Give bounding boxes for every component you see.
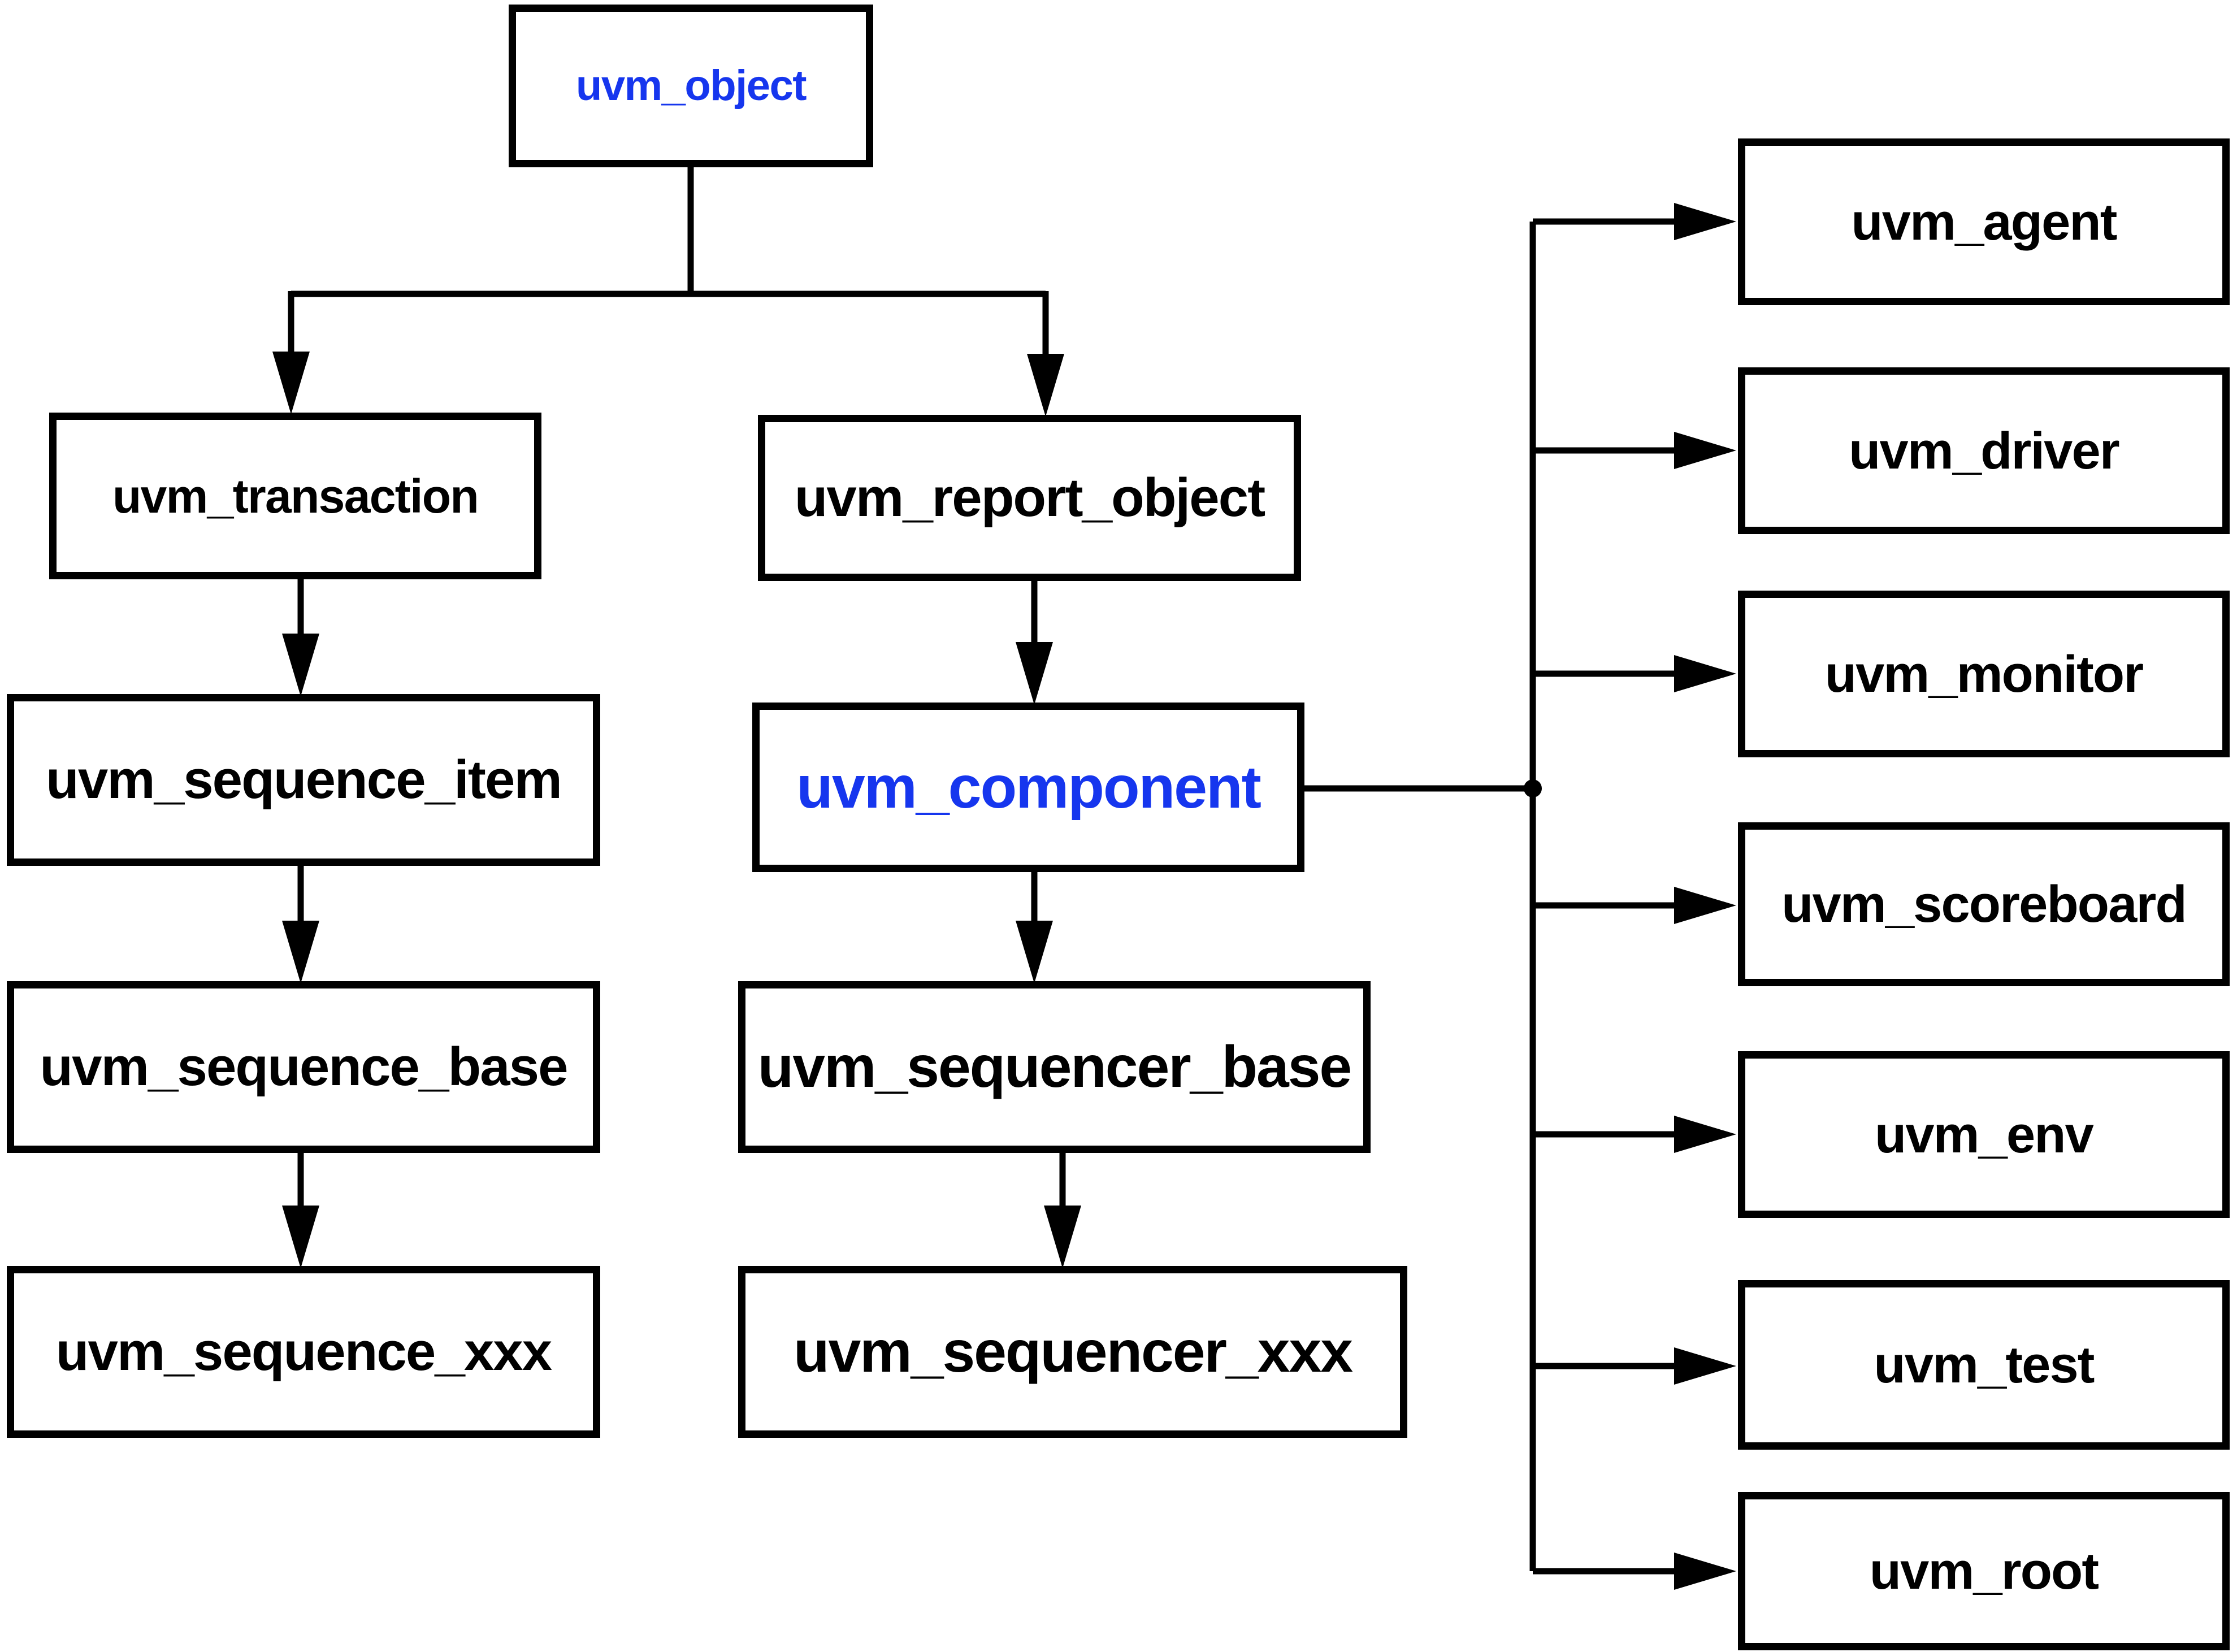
arrowhead-to-root [1674, 1553, 1736, 1590]
node-uvm-agent: uvm_agent [1738, 138, 2230, 305]
node-uvm-test-label: uvm_test [1874, 1336, 2095, 1394]
arrowhead-to-transaction [272, 352, 310, 414]
arrowhead-to-agent [1674, 203, 1736, 240]
arrowhead-to-sequence-base [282, 921, 319, 983]
arrowhead-to-sequence-xxx [282, 1206, 319, 1268]
node-uvm-monitor: uvm_monitor [1738, 591, 2230, 757]
node-uvm-component-label: uvm_component [796, 754, 1261, 821]
arrowhead-to-sequence-item [282, 634, 319, 696]
node-uvm-scoreboard-label: uvm_scoreboard [1781, 875, 2187, 933]
node-uvm-agent-label: uvm_agent [1851, 193, 2117, 251]
node-uvm-monitor-label: uvm_monitor [1824, 645, 2144, 703]
arrowhead-to-scoreboard [1674, 887, 1736, 924]
node-uvm-driver: uvm_driver [1738, 367, 2230, 534]
node-uvm-test: uvm_test [1738, 1280, 2230, 1450]
node-uvm-env: uvm_env [1738, 1051, 2230, 1218]
node-uvm-sequence-item-label: uvm_sequence_item [46, 749, 562, 810]
node-uvm-scoreboard: uvm_scoreboard [1738, 822, 2230, 986]
arrowhead-to-driver [1674, 432, 1736, 469]
arrowhead-to-component [1016, 642, 1053, 705]
node-uvm-root-label: uvm_root [1869, 1542, 2099, 1600]
node-uvm-sequence-xxx-label: uvm_sequence_xxx [55, 1321, 552, 1382]
node-uvm-sequence-base-label: uvm_sequence_base [40, 1037, 568, 1097]
node-uvm-component: uvm_component [752, 703, 1304, 872]
node-uvm-driver-label: uvm_driver [1849, 422, 2119, 480]
node-uvm-sequencer-xxx: uvm_sequencer_xxx [738, 1266, 1407, 1438]
node-uvm-transaction-label: uvm_transaction [112, 469, 479, 523]
node-uvm-report-object-label: uvm_report_object [794, 467, 1266, 528]
node-uvm-sequencer-base-label: uvm_sequencer_base [757, 1034, 1352, 1100]
arrowhead-to-monitor [1674, 655, 1736, 692]
node-uvm-report-object: uvm_report_object [758, 415, 1301, 581]
arrowhead-to-test [1674, 1347, 1736, 1385]
arrowhead-to-sequencer-base [1016, 921, 1053, 983]
node-uvm-sequence-base: uvm_sequence_base [7, 981, 600, 1153]
node-uvm-sequence-item: uvm_sequence_item [7, 694, 600, 866]
node-uvm-root: uvm_root [1738, 1492, 2230, 1650]
node-uvm-sequence-xxx: uvm_sequence_xxx [7, 1266, 600, 1438]
arrowhead-to-env [1674, 1116, 1736, 1153]
arrowhead-to-report-object [1027, 354, 1064, 417]
node-uvm-sequencer-xxx-label: uvm_sequencer_xxx [794, 1319, 1353, 1385]
node-uvm-sequencer-base: uvm_sequencer_base [738, 981, 1371, 1153]
node-uvm-object: uvm_object [509, 5, 873, 167]
node-uvm-object-label: uvm_object [575, 62, 807, 110]
node-uvm-transaction: uvm_transaction [49, 413, 541, 579]
node-uvm-env-label: uvm_env [1875, 1105, 2094, 1164]
arrowhead-to-sequencer-xxx [1044, 1206, 1081, 1268]
